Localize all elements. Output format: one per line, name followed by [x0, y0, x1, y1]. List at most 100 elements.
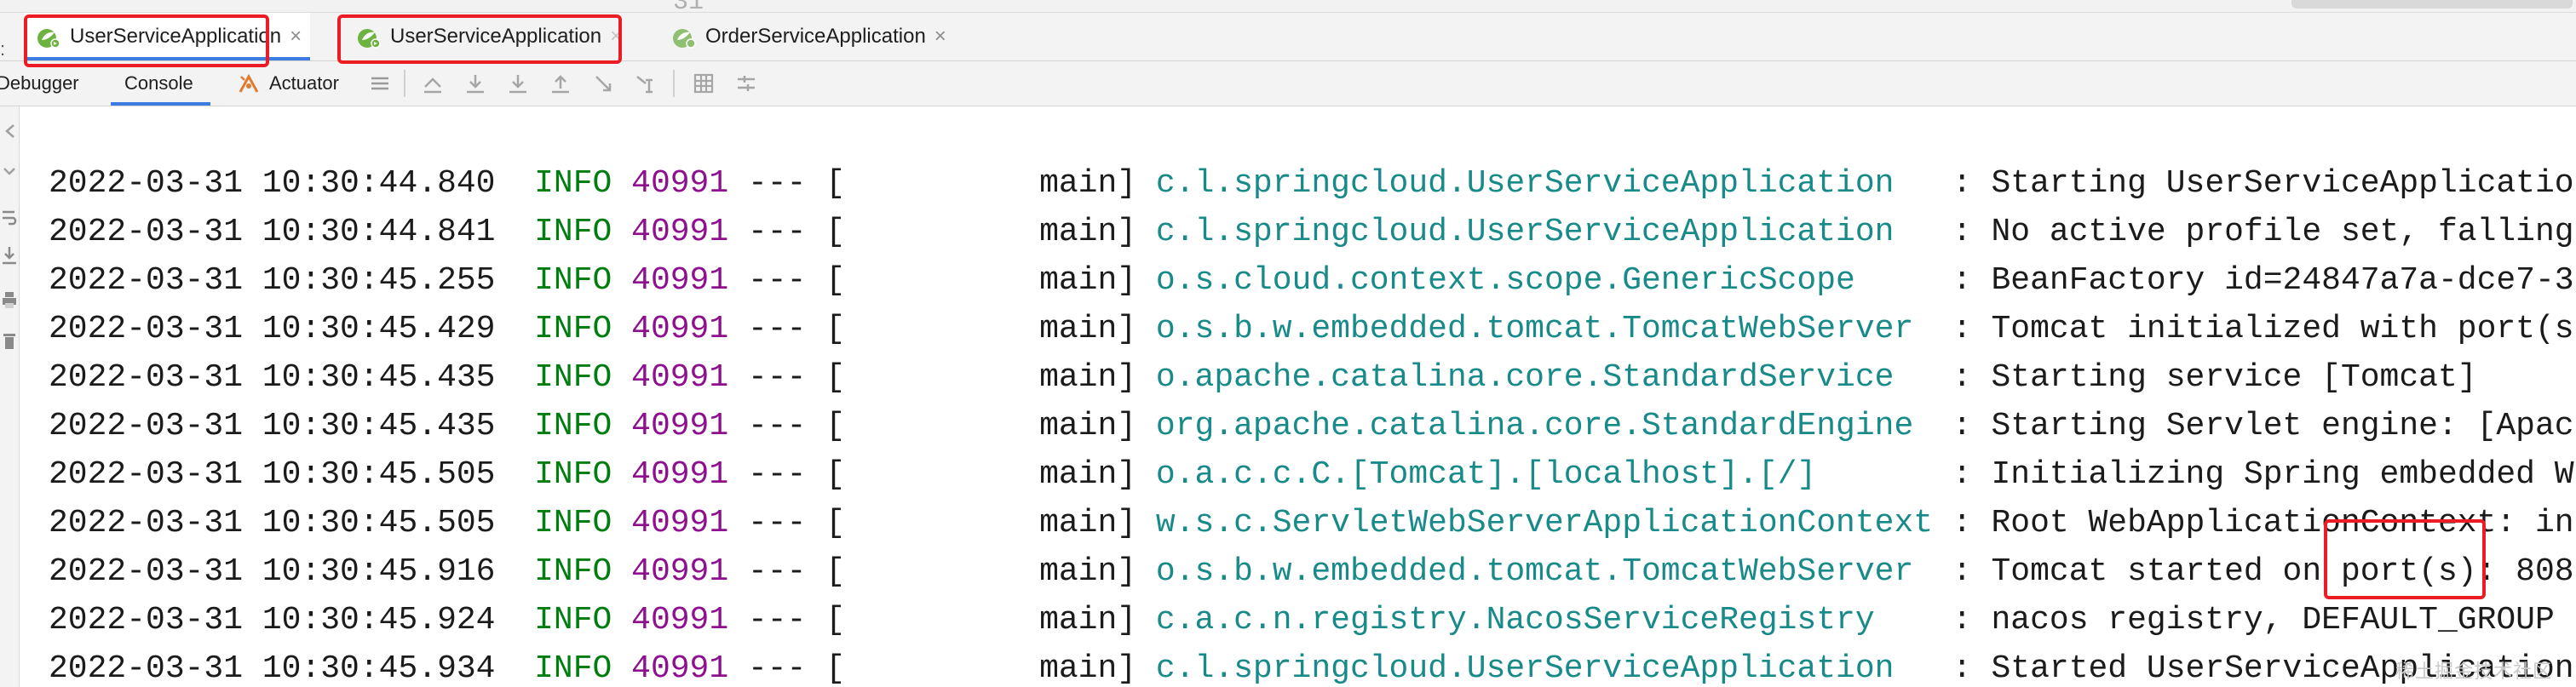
- soft-wrap-icon[interactable]: [0, 207, 19, 229]
- log-pid: 40991: [631, 602, 729, 638]
- tab-console[interactable]: Console: [111, 61, 210, 106]
- log-thread: main]: [1039, 505, 1137, 541]
- log-separator: --- [: [747, 262, 846, 299]
- run-tab-user-service-1[interactable]: UserServiceApplication ×: [24, 13, 310, 60]
- trace-stream-icon[interactable]: [734, 72, 758, 95]
- log-thread: main]: [1039, 602, 1137, 638]
- print-icon[interactable]: [0, 289, 19, 311]
- evaluate-expression-icon[interactable]: [692, 72, 716, 95]
- log-logger: o.a.c.c.C.[Tomcat].[localhost].[/]: [1155, 456, 1817, 493]
- log-timestamp: 2022-03-31 10:30:45.924: [49, 602, 496, 638]
- log-thread: main]: [1039, 214, 1137, 250]
- log-line: 2022-03-31 10:30:45.924 INFO 40991 --- […: [49, 597, 2576, 644]
- chevron-down-icon[interactable]: [0, 161, 19, 183]
- run-tab-bar: : UserServiceApplication × UserServiceAp…: [0, 13, 2576, 61]
- log-line: 2022-03-31 10:30:45.934 INFO 40991 --- […: [49, 645, 2576, 687]
- tab-bar-left-edge: :: [0, 38, 6, 60]
- log-pid: 40991: [631, 359, 729, 396]
- log-message: : Starting service [Tomcat]: [1952, 359, 2477, 396]
- chevron-left-icon[interactable]: [0, 120, 19, 142]
- log-message: : Tomcat initialized with port(s): 8081: [1952, 311, 2576, 347]
- log-separator: --- [: [747, 553, 846, 590]
- log-separator: --- [: [747, 214, 846, 250]
- scroll-to-end-icon[interactable]: [0, 244, 19, 266]
- trash-icon[interactable]: [0, 329, 19, 352]
- log-message: : Root WebApplicationContext: initializ: [1952, 505, 2576, 541]
- log-thread: main]: [1039, 408, 1137, 444]
- drop-frame-icon[interactable]: [591, 72, 615, 95]
- log-separator: --- [: [747, 408, 846, 444]
- log-separator: --- [: [747, 311, 846, 347]
- run-toolbar: Debugger Console Actuator: [0, 61, 2576, 106]
- log-thread: main]: [1039, 456, 1137, 493]
- log-message: : BeanFactory id=24847a7a-dce7-38de-a0a: [1952, 262, 2576, 299]
- log-separator: --- [: [747, 359, 846, 396]
- log-message: : Tomcat started on port(s): 8081 (http: [1952, 553, 2576, 590]
- log-logger: o.s.cloud.context.scope.GenericScope: [1155, 262, 1855, 299]
- log-level: INFO: [534, 262, 612, 299]
- log-timestamp: 2022-03-31 10:30:45.435: [49, 359, 496, 396]
- run-to-cursor-icon[interactable]: [634, 72, 658, 95]
- log-line: 2022-03-31 10:30:45.429 INFO 40991 --- […: [49, 306, 2576, 353]
- log-pid: 40991: [631, 505, 729, 541]
- log-level: INFO: [534, 650, 612, 687]
- toolbar-divider: [673, 70, 675, 97]
- spring-boot-run-icon: [671, 24, 697, 49]
- log-line: 2022-03-31 10:30:45.505 INFO 40991 --- […: [49, 500, 2576, 547]
- log-level: INFO: [534, 602, 612, 638]
- menu-lines-icon[interactable]: [368, 72, 392, 95]
- log-pid: 40991: [631, 553, 729, 590]
- step-into-icon[interactable]: [506, 72, 530, 95]
- run-tab-label: OrderServiceApplication: [705, 25, 926, 48]
- log-line: 2022-03-31 10:30:44.841 INFO 40991 --- […: [49, 209, 2576, 256]
- log-separator: --- [: [747, 165, 846, 202]
- close-icon[interactable]: ×: [290, 25, 302, 48]
- log-level: INFO: [534, 214, 612, 250]
- log-message: : Starting UserServiceApplication using: [1952, 165, 2576, 202]
- spring-boot-run-icon: [356, 24, 382, 49]
- log-pid: 40991: [631, 165, 729, 202]
- log-level: INFO: [534, 553, 612, 590]
- log-message: : Started UserServiceApplication in 1.4: [1952, 650, 2574, 687]
- log-thread: main]: [1039, 553, 1137, 590]
- log-pid: 40991: [631, 214, 729, 250]
- tab-actuator[interactable]: Actuator: [269, 72, 339, 94]
- step-over-icon[interactable]: [463, 72, 487, 95]
- show-execution-point-icon[interactable]: [421, 72, 445, 95]
- log-logger: w.s.c.ServletWebServerApplicationContext: [1155, 505, 1934, 541]
- run-tab-label: UserServiceApplication: [70, 25, 282, 48]
- log-logger: c.l.springcloud.UserServiceApplication: [1155, 650, 1895, 687]
- toolbar-divider: [404, 70, 405, 97]
- log-separator: --- [: [747, 650, 846, 687]
- log-separator: --- [: [747, 456, 846, 493]
- console-left-gutter: [0, 106, 20, 687]
- log-thread: main]: [1039, 359, 1137, 396]
- log-logger: o.apache.catalina.core.StandardService: [1155, 359, 1895, 396]
- run-tab-order-service[interactable]: OrderServiceApplication ×: [659, 13, 971, 60]
- actuator-icon: [237, 72, 261, 95]
- close-icon[interactable]: ×: [934, 25, 946, 48]
- log-message: : No active profile set, falling back t: [1952, 214, 2574, 250]
- log-logger: c.l.springcloud.UserServiceApplication: [1155, 214, 1895, 250]
- log-thread: main]: [1039, 262, 1137, 299]
- log-timestamp: 2022-03-31 10:30:45.255: [49, 262, 496, 299]
- log-thread: main]: [1039, 165, 1137, 202]
- run-tab-user-service-2[interactable]: UserServiceApplication ×: [344, 13, 644, 60]
- console-output[interactable]: 2022-03-31 10:30:44.840 INFO 40991 --- […: [20, 106, 2576, 687]
- log-pid: 40991: [631, 408, 729, 444]
- log-separator: --- [: [747, 505, 846, 541]
- log-level: INFO: [534, 456, 612, 493]
- log-pid: 40991: [631, 456, 729, 493]
- close-icon[interactable]: ×: [610, 25, 623, 48]
- tab-debugger[interactable]: Debugger: [0, 72, 79, 94]
- log-line: 2022-03-31 10:30:44.840 INFO 40991 --- […: [49, 160, 2576, 208]
- log-timestamp: 2022-03-31 10:30:45.435: [49, 408, 496, 444]
- editor-top-strip: 31: [0, 0, 2576, 17]
- scrollbar-thumb[interactable]: [2291, 0, 2573, 9]
- step-out-icon[interactable]: [549, 72, 572, 95]
- log-level: INFO: [534, 165, 612, 202]
- log-logger: c.l.springcloud.UserServiceApplication: [1155, 165, 1895, 202]
- log-timestamp: 2022-03-31 10:30:45.505: [49, 505, 496, 541]
- log-line: 2022-03-31 10:30:45.505 INFO 40991 --- […: [49, 451, 2576, 499]
- log-timestamp: 2022-03-31 10:30:45.916: [49, 553, 496, 590]
